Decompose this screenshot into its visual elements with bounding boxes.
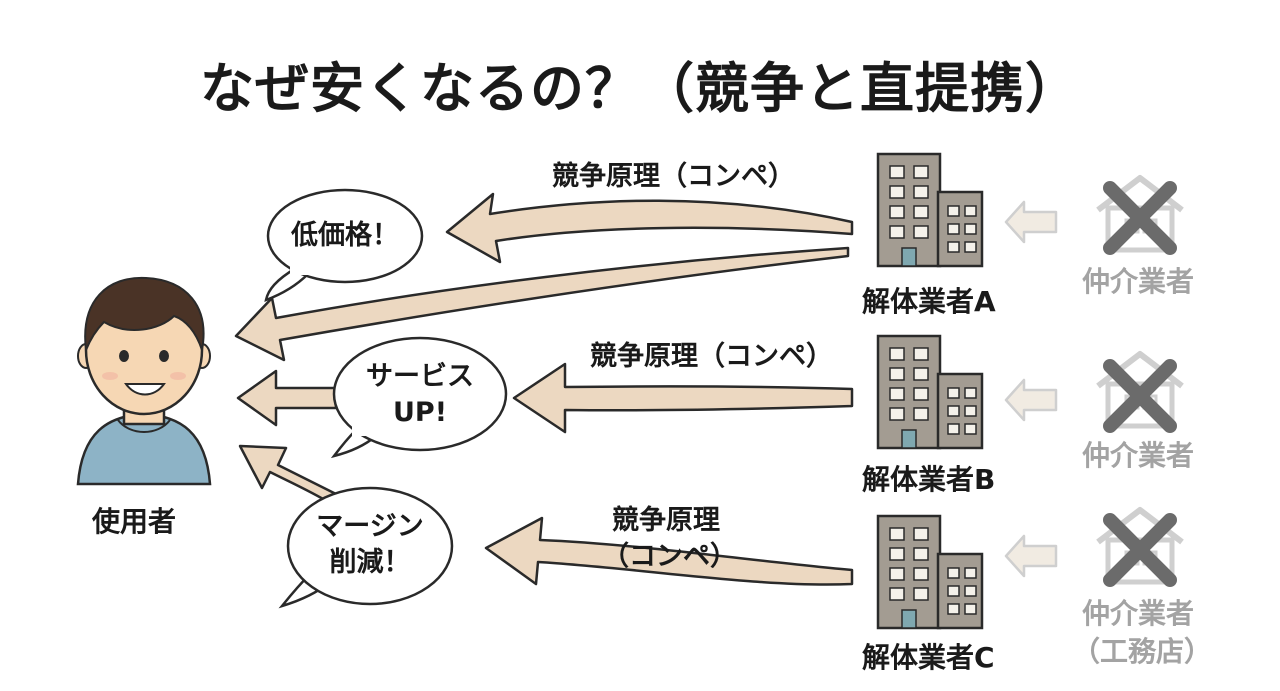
benefit-margin-line2: 削減！ [329,547,411,578]
arrow-a-to-user [234,246,850,362]
vendor-a-label: 解体業者A [862,285,996,318]
broker-label-2: 仲介業者 [1082,439,1195,472]
page-title: なぜ安くなるの？（競争と直提携） [200,57,1080,120]
speech-bubble-icon [278,486,454,609]
office-building-icon [876,514,984,630]
arrow-a-to-bubble [445,192,854,264]
speech-bubble-icon [264,188,424,302]
benefit-margin-line1: マージン [316,511,424,542]
vendor-c-label: 解体業者C [862,641,995,674]
speech-bubble-icon [330,336,508,459]
broker-label-1: 仲介業者 [1082,265,1195,298]
arrow-b-bubble-to-user [236,369,338,427]
vendor-b-label: 解体業者B [862,463,996,496]
benefit-low-price: 低価格！ [291,220,399,251]
arrow-c-to-bubble [484,516,854,586]
user-label: 使用者 [92,505,177,538]
broker-label-3-line1: 仲介業者 [1082,597,1195,630]
arrow-c-bubble-to-user [238,444,342,505]
cross-mark-icon [1110,520,1170,580]
office-building-icon [876,152,984,268]
competition-label-b: 競争原理（コンペ） [590,341,833,372]
arrow-left-icon [1004,534,1058,578]
competition-label-c-line1: 競争原理 [612,505,720,536]
office-building-icon [876,334,984,450]
broker-label-3-line2: （工務店） [1072,635,1213,668]
cross-mark-icon [1110,188,1170,248]
competition-label-c-line2: （コンペ） [602,541,737,572]
arrow-b-to-bubble [512,362,854,434]
person-icon [76,276,212,486]
arrow-left-icon [1004,378,1058,422]
benefit-service-line1: サービス [366,361,474,392]
arrow-left-icon [1004,200,1058,244]
competition-label-a: 競争原理（コンペ） [552,161,795,192]
cross-mark-icon [1110,366,1170,426]
benefit-service-line2: UP! [392,397,448,428]
